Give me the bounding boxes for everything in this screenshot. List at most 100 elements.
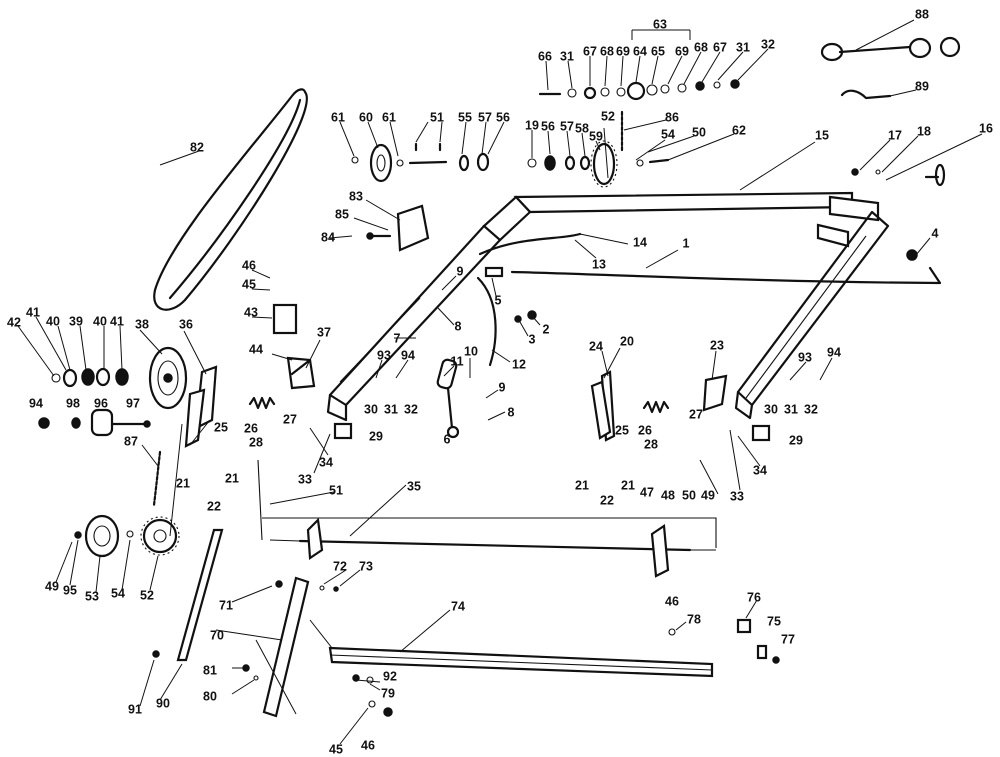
spring-part-26 xyxy=(248,396,276,410)
sprocket-part-52-left xyxy=(140,516,180,556)
idler-shaft-parts-55-61 xyxy=(351,142,490,183)
part-label-21: 21 xyxy=(575,478,589,492)
part-label-94: 94 xyxy=(29,396,43,410)
part-label-49: 49 xyxy=(45,579,59,593)
part-label-58: 58 xyxy=(575,121,589,135)
part-label-35: 35 xyxy=(407,479,421,493)
part-label-12: 12 xyxy=(512,357,526,371)
part-label-9: 9 xyxy=(499,380,506,394)
part-label-48: 48 xyxy=(661,488,675,502)
bracket-loop-leader xyxy=(257,459,717,548)
part-label-46: 46 xyxy=(242,258,256,272)
part-label-52: 52 xyxy=(601,109,615,123)
chain-part-87 xyxy=(152,450,162,507)
part-label-78: 78 xyxy=(687,612,701,626)
nut-part-17 xyxy=(851,168,859,176)
pulley-part-38 xyxy=(148,346,188,410)
part-label-22: 22 xyxy=(207,499,221,513)
pulley-part-53 xyxy=(84,514,120,558)
part-label-13: 13 xyxy=(592,257,606,271)
part-label-8: 8 xyxy=(455,319,462,333)
part-label-89: 89 xyxy=(915,79,929,93)
part-label-45: 45 xyxy=(329,742,343,756)
part-label-57: 57 xyxy=(478,110,492,124)
part-label-2: 2 xyxy=(543,322,550,336)
part-label-66: 66 xyxy=(538,49,552,63)
bolt-part-84 xyxy=(366,232,392,240)
part-label-51: 51 xyxy=(329,483,343,497)
part-label-60: 60 xyxy=(359,110,373,124)
nut-part-3 xyxy=(514,315,522,323)
part-label-4: 4 xyxy=(932,226,939,240)
part-label-69: 69 xyxy=(616,44,630,58)
part-label-83: 83 xyxy=(349,189,363,203)
part-label-62: 62 xyxy=(732,123,746,137)
part-label-95: 95 xyxy=(63,583,77,597)
leg-part-70 xyxy=(262,576,310,718)
hose-part-14 xyxy=(478,232,582,256)
part-label-32: 32 xyxy=(804,402,818,416)
part-label-43: 43 xyxy=(244,305,258,319)
part-label-61: 61 xyxy=(382,110,396,124)
part-label-15: 15 xyxy=(815,128,829,142)
part-label-25: 25 xyxy=(615,423,629,437)
part-label-51: 51 xyxy=(430,110,444,124)
part-label-44: 44 xyxy=(249,342,263,356)
part-label-53: 53 xyxy=(85,589,99,603)
part-label-54: 54 xyxy=(111,586,125,600)
cross-shaft-part-35 xyxy=(269,517,716,578)
part-label-59: 59 xyxy=(589,129,603,143)
part-label-33: 33 xyxy=(730,489,744,503)
part-label-21: 21 xyxy=(225,471,239,485)
part-label-21: 21 xyxy=(176,476,190,490)
part-label-46: 46 xyxy=(361,738,375,752)
part-label-27: 27 xyxy=(689,407,703,421)
bearing-set-parts-39-42 xyxy=(51,367,129,388)
part-label-26: 26 xyxy=(638,423,652,437)
part-label-80: 80 xyxy=(203,689,217,703)
part-label-76: 76 xyxy=(747,590,761,604)
part-label-34: 34 xyxy=(753,463,767,477)
part-label-40: 40 xyxy=(93,314,107,328)
shaft-spacers-parts-19-58 xyxy=(527,155,591,171)
part-label-32: 32 xyxy=(761,37,775,51)
part-label-56: 56 xyxy=(541,119,555,133)
plate-part-43 xyxy=(272,303,298,335)
part-label-94: 94 xyxy=(827,345,841,359)
part-label-46: 46 xyxy=(665,594,679,608)
cylinder-part-6 xyxy=(436,358,460,439)
part-label-73: 73 xyxy=(359,559,373,573)
part-label-31: 31 xyxy=(560,49,574,63)
sprocket-part-59 xyxy=(590,140,618,188)
part-label-91: 91 xyxy=(128,702,142,716)
part-label-11: 11 xyxy=(450,354,463,368)
part-label-20: 20 xyxy=(620,334,634,348)
part-label-96: 96 xyxy=(94,396,108,410)
spring-part-26-right xyxy=(642,400,670,414)
part-label-86: 86 xyxy=(665,110,679,124)
drive-shaft-parts-63-69 xyxy=(538,79,740,101)
part-label-93: 93 xyxy=(377,348,391,362)
part-label-42: 42 xyxy=(7,315,21,329)
coupling-part-4 xyxy=(906,249,918,261)
part-label-50: 50 xyxy=(692,125,706,139)
nut-part-95 xyxy=(74,531,82,539)
part-label-39: 39 xyxy=(69,314,83,328)
part-label-37: 37 xyxy=(317,325,331,339)
shaft-assembly-parts-94-98 xyxy=(38,408,151,437)
part-label-31: 31 xyxy=(736,40,750,54)
leader-lines xyxy=(17,19,983,745)
pto-shaft-part-88 xyxy=(820,36,961,62)
rod-part-1 xyxy=(510,266,942,285)
part-label-1: 1 xyxy=(683,236,690,250)
part-label-34: 34 xyxy=(319,455,333,469)
part-label-25: 25 xyxy=(214,420,228,434)
part-label-17: 17 xyxy=(888,128,902,142)
part-label-31: 31 xyxy=(784,402,798,416)
part-label-19: 19 xyxy=(525,118,539,132)
part-label-65: 65 xyxy=(651,44,665,58)
part-label-5: 5 xyxy=(495,293,502,307)
part-label-23: 23 xyxy=(710,338,724,352)
part-label-14: 14 xyxy=(633,235,647,249)
